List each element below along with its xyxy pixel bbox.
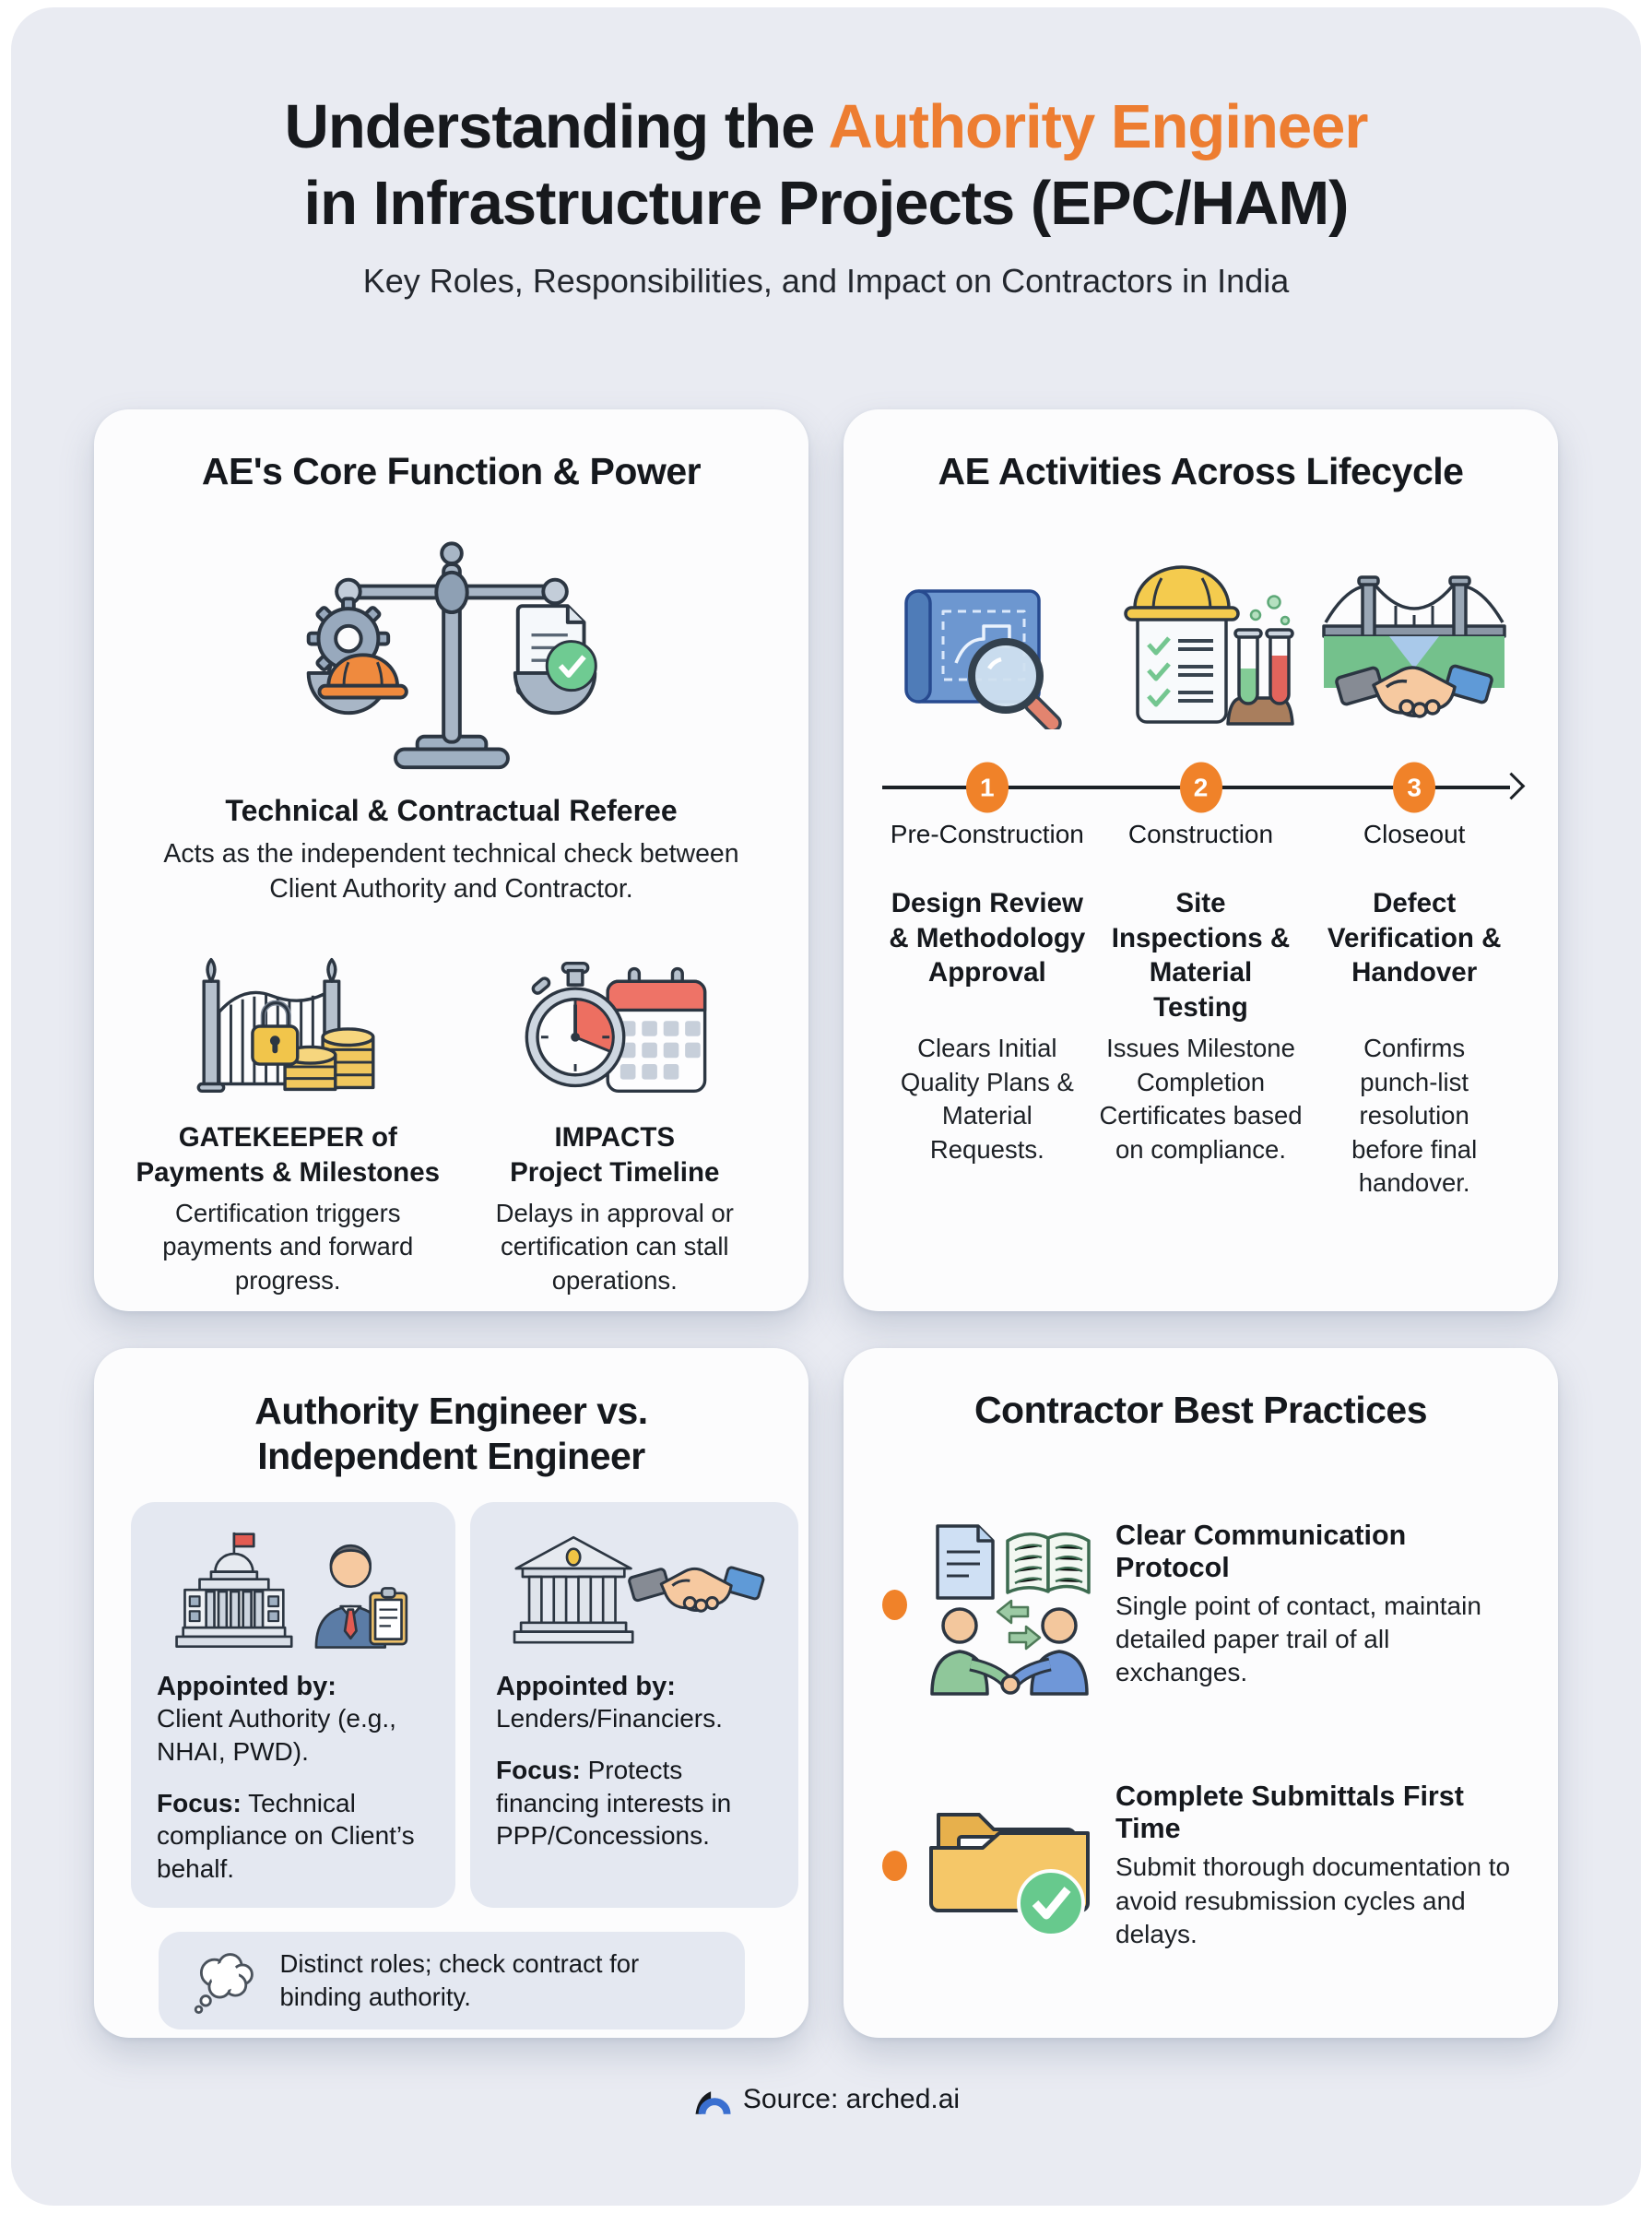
card-versus-title: Authority Engineer vs. Independent Engin… (131, 1389, 772, 1478)
practice-text-communication: Clear Communication Protocol Single poin… (1115, 1520, 1521, 1690)
communication-exchange-icon (907, 1513, 1115, 1696)
thought-bubble-icon (190, 1947, 260, 2015)
timeline-marker-2: 2 (1179, 762, 1222, 813)
practice-1-body: Single point of contact, maintain detail… (1115, 1591, 1481, 1687)
step-1-body: Clears Initial Quality Plans & Material … (900, 1033, 1074, 1164)
impacts-heading-line1: IMPACTS (554, 1122, 676, 1154)
step-3-heading: Defect Verification & Handover (1327, 888, 1502, 988)
card-core-title: AE's Core Function & Power (201, 450, 702, 493)
versus-title-line2: Independent Engineer (257, 1434, 645, 1477)
scales-of-justice-icon (304, 510, 599, 777)
step-1-heading: Design Review & Methodology Approval (889, 888, 1086, 988)
impacts-block: IMPACTS Project Timeline Delays in appro… (458, 945, 773, 1297)
referee-heading: Technical & Contractual Referee (225, 794, 678, 828)
practice-2-heading: Complete Submittals First Time (1115, 1781, 1464, 1845)
authority-engineer-panel: Appointed by: Client Authority (e.g., NH… (131, 1501, 455, 1909)
bridge-handshake-icon (1316, 558, 1512, 729)
title-line2: in Infrastructure Projects (EPC/HAM) (303, 169, 1350, 239)
card-lifecycle-title: AE Activities Across Lifecycle (938, 450, 1464, 493)
card-versus: Authority Engineer vs. Independent Engin… (94, 1348, 808, 2039)
arched-logo-icon (692, 2080, 731, 2119)
orange-bullet-icon (882, 1589, 907, 1620)
step-3-body: Confirms punch-list resolution before fi… (1351, 1033, 1478, 1198)
title-lead: Understanding the (284, 92, 829, 161)
footer: Source: arched.ai (11, 2080, 1641, 2119)
step-2-body: Issues Milestone Completion Certificates… (1099, 1033, 1303, 1164)
blueprint-magnifier-icon (897, 567, 1078, 730)
left-focus: Focus: Technical compliance on Client’s … (157, 1788, 415, 1884)
government-building-person-icon (157, 1524, 430, 1651)
page-title: Understanding the Authority Engineer in … (11, 89, 1641, 242)
impacts-heading-line2: Project Timeline (510, 1156, 720, 1188)
versus-title-line1: Authority Engineer vs. (254, 1390, 648, 1433)
impacts-body: Delays in approval or certification can … (495, 1198, 734, 1295)
practice-1-heading: Clear Communication Protocol (1115, 1519, 1407, 1583)
infographic-canvas: Understanding the Authority Engineer in … (11, 7, 1641, 2206)
gatekeeper-heading-line1: GATEKEEPER of (178, 1122, 397, 1154)
folder-check-icon (907, 1787, 1115, 1946)
practice-item-submittals: Complete Submittals First Time Submit th… (880, 1781, 1521, 1951)
independent-engineer-panel: Appointed by: Lenders/Financiers. Focus:… (470, 1501, 798, 1909)
step-2-heading: Site Inspections & Material Testing (1111, 888, 1291, 1023)
practice-2-body: Submit thorough documentation to avoid r… (1115, 1852, 1511, 1948)
gate-padlock-coins-icon (189, 949, 386, 1104)
orange-bullet-icon (882, 1851, 907, 1882)
practice-item-communication: Clear Communication Protocol Single poin… (880, 1513, 1521, 1696)
right-appointed-value: Lenders/Financiers. (496, 1703, 723, 1733)
referee-body: Acts as the independent technical check … (163, 839, 739, 904)
left-appointed-label: Appointed by: (157, 1671, 336, 1701)
versus-note: Distinct roles; check contract for bindi… (158, 1932, 745, 2030)
header: Understanding the Authority Engineer in … (11, 7, 1641, 301)
timeline-marker-1: 1 (965, 762, 1009, 813)
footer-source-text: Source: arched.ai (742, 2084, 961, 2115)
phase-label-pre-construction: Pre-Construction (890, 820, 1084, 849)
versus-note-text: Distinct roles; check contract for bindi… (279, 1948, 640, 2012)
gatekeeper-heading-line2: Payments & Milestones (136, 1156, 441, 1188)
cards-grid: AE's Core Function & Power (94, 409, 1558, 2039)
page-subtitle: Key Roles, Responsibilities, and Impact … (362, 262, 1290, 301)
gatekeeper-body: Certification triggers payments and forw… (162, 1198, 414, 1295)
right-appointed-label: Appointed by: (496, 1671, 676, 1701)
gatekeeper-block: GATEKEEPER of Payments & Milestones Cert… (131, 945, 445, 1297)
lifecycle-timeline: 1 2 3 (880, 759, 1526, 816)
timeline-marker-3: 3 (1393, 762, 1436, 813)
title-highlight: Authority Engineer (828, 92, 1368, 161)
practice-text-submittals: Complete Submittals First Time Submit th… (1115, 1781, 1521, 1951)
card-core-function: AE's Core Function & Power (94, 409, 808, 1312)
card-practices-title: Contractor Best Practices (974, 1389, 1428, 1432)
bank-handshake-icon (496, 1524, 773, 1651)
card-best-practices: Contractor Best Practices (844, 1348, 1558, 2039)
phase-label-closeout: Closeout (1363, 820, 1466, 849)
timeline-arrow-icon (1497, 772, 1526, 800)
stopwatch-calendar-icon (517, 953, 713, 1104)
right-focus: Focus: Protects financing interests in P… (496, 1755, 732, 1851)
left-appointed-value: Client Authority (e.g., NHAI, PWD). (157, 1703, 396, 1766)
card-lifecycle: AE Activities Across Lifecycle (844, 409, 1558, 1312)
phase-label-construction: Construction (1127, 820, 1274, 849)
checklist-hardhat-testtubes-icon (1101, 558, 1300, 729)
